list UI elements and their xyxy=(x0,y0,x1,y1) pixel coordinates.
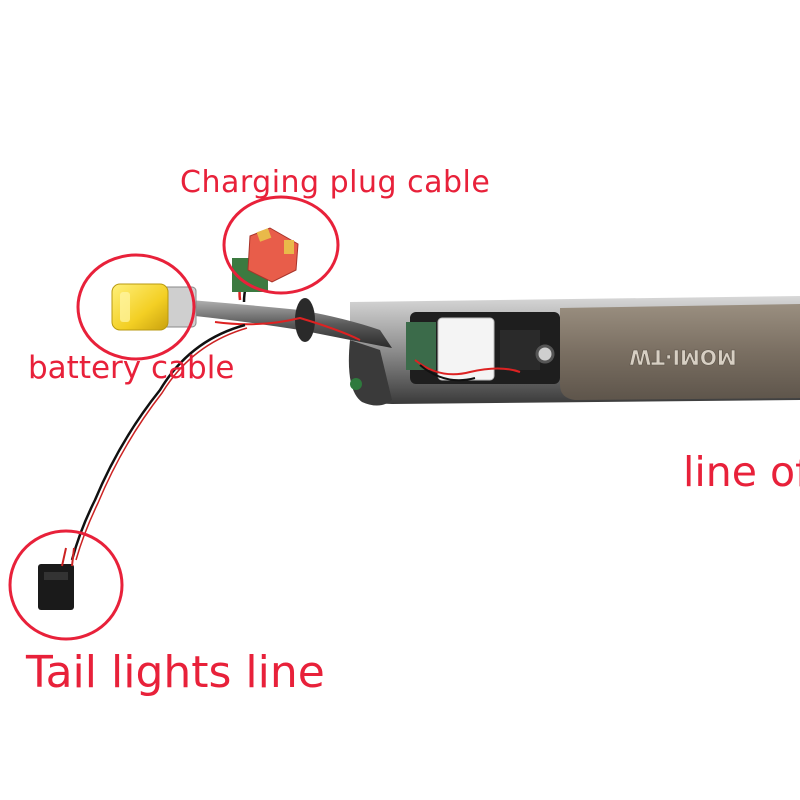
tail-lights-circle xyxy=(8,529,124,641)
cable-bundle xyxy=(70,269,521,561)
tail-lights-wire xyxy=(70,323,246,561)
tail-lights-line-label: Tail lights line xyxy=(26,647,325,698)
battery-connector xyxy=(111,283,197,331)
charging-connector xyxy=(232,227,299,292)
charging-plug-cable-label: Charging plug cable xyxy=(180,165,491,200)
deck-logo: MOMI·TW xyxy=(629,345,737,369)
charging-plug-circle xyxy=(222,195,340,295)
scooter-deck: MOMI·TW xyxy=(348,296,800,406)
tail-light-connector xyxy=(38,547,75,610)
line-of-label: line of xyxy=(683,448,800,496)
battery-cable-label: battery cable xyxy=(28,350,235,386)
battery-cable-circle xyxy=(76,253,196,361)
